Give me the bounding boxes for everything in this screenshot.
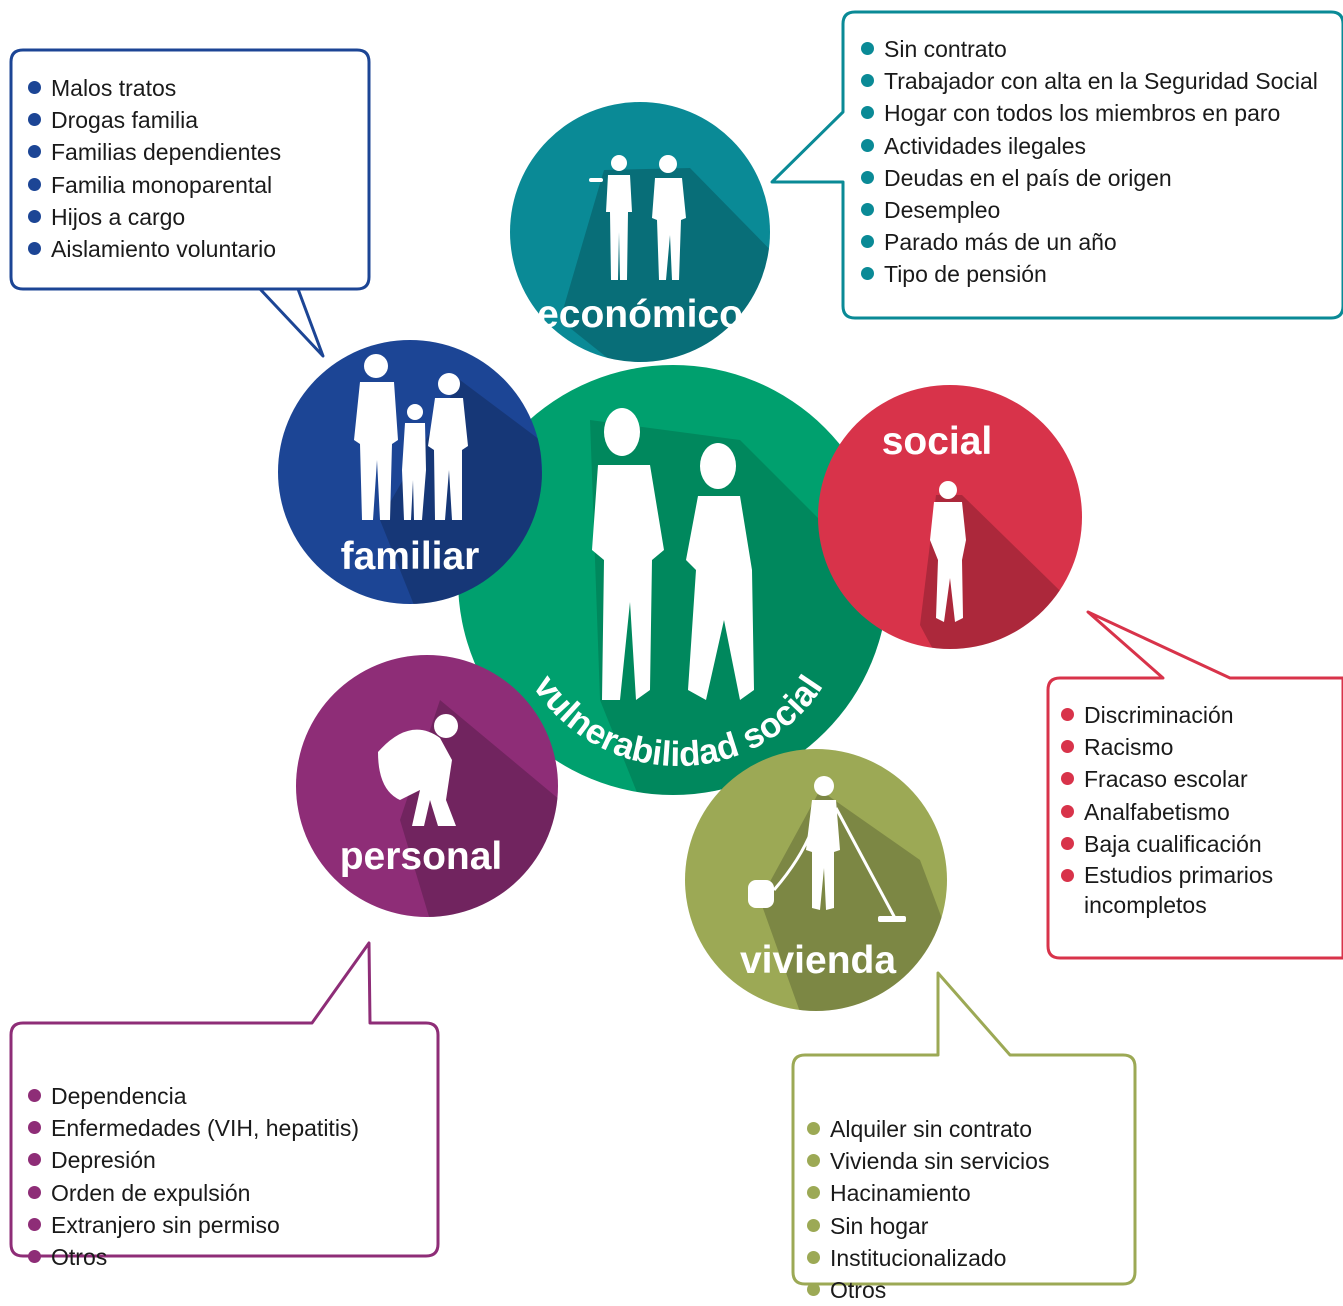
list-item: Malos tratos [27, 72, 357, 104]
list-item: Enfermedades (VIH, hepatitis) [27, 1112, 427, 1144]
list-item: Drogas familia [27, 104, 357, 136]
bullet-dot [28, 113, 41, 127]
economico-factor-list: Sin contrato Trabajador con alta en la S… [860, 33, 1340, 291]
social-label: social [882, 420, 993, 463]
familiar-label: familiar [341, 535, 480, 578]
bullet-dot [861, 106, 874, 120]
list-item: Familia monoparental [27, 169, 357, 201]
list-item: Sin hogar [806, 1210, 1126, 1242]
social-callout-bubble [1046, 610, 1343, 960]
bullet-dot [1061, 869, 1074, 883]
bullet-dot [1061, 772, 1074, 786]
couple-silhouette-icon [592, 408, 754, 700]
list-item: Desempleo [860, 194, 1340, 226]
vivienda-callout-bubble [791, 971, 1137, 1286]
list-item: Fracaso escolar [1060, 763, 1335, 795]
familiar-circle: familiar [278, 340, 542, 604]
bullet-dot [807, 1122, 820, 1135]
bullet-dot [28, 209, 41, 223]
familiar-factor-list: Malos tratos Drogas familia Familias dep… [27, 72, 357, 265]
vivienda-circle: vivienda [685, 749, 947, 1011]
personal-circle: personal [296, 655, 558, 917]
workers-silhouette-icon [589, 155, 686, 280]
familiar-callout-bubble [9, 48, 371, 358]
list-item: Vivienda sin servicios [806, 1145, 1126, 1177]
list-item: Institucionalizado [806, 1242, 1126, 1274]
bullet-dot [861, 235, 874, 249]
bullet-dot [807, 1250, 820, 1264]
list-item: Alquiler sin contrato [806, 1113, 1126, 1145]
vivienda-factor-list: Alquiler sin contrato Vivienda sin servi… [806, 1113, 1126, 1306]
list-item: Extranjero sin permiso [27, 1209, 427, 1241]
social-factor-list: Discriminación Racismo Fracaso escolar A… [1060, 699, 1335, 920]
bullet-dot [28, 1121, 41, 1135]
list-item: Analfabetismo [1060, 796, 1335, 828]
bullet-dot [861, 42, 874, 55]
list-item: Baja cualificación [1060, 828, 1335, 860]
list-item: Estudios primarios incompletos [1060, 860, 1335, 920]
list-item: Hacinamiento [806, 1177, 1126, 1209]
bullet-dot [28, 177, 41, 191]
list-item: Familias dependientes [27, 136, 357, 168]
bullet-dot [861, 267, 874, 281]
bullet-dot [861, 203, 874, 217]
bullet-dot [28, 1217, 41, 1231]
personal-callout-bubble [9, 941, 440, 1258]
bullet-dot [807, 1154, 820, 1168]
economico-circle: económico [510, 102, 770, 362]
list-item: Deudas en el país de origen [860, 162, 1340, 194]
family-silhouette-icon [354, 354, 468, 520]
central-circle: vulnerabilidad social [458, 365, 888, 795]
list-item: Sin contrato [860, 33, 1340, 65]
person-standing-silhouette-icon [930, 481, 966, 622]
bullet-dot [1061, 708, 1074, 721]
bullet-dot [1061, 740, 1074, 754]
list-item: Dependencia [27, 1080, 427, 1112]
list-item: Aislamiento voluntario [27, 233, 357, 265]
list-item: Actividades ilegales [860, 130, 1340, 162]
sitting-person-silhouette-icon [378, 714, 458, 826]
bullet-dot [807, 1283, 820, 1297]
bullet-dot [28, 242, 41, 256]
list-item: Hogar con todos los miembros en paro [860, 97, 1340, 129]
bullet-dot [861, 138, 874, 152]
bullet-dot [28, 1185, 41, 1199]
bullet-dot [28, 145, 41, 159]
personal-factor-list: Dependencia Enfermedades (VIH, hepatitis… [27, 1080, 427, 1273]
economico-callout-bubble [770, 10, 1343, 320]
bullet-dot [861, 74, 874, 88]
bullet-dot [28, 1153, 41, 1167]
list-item: Tipo de pensión [860, 258, 1340, 290]
bullet-dot [1061, 804, 1074, 818]
list-item: Racismo [1060, 731, 1335, 763]
bullet-dot [807, 1218, 820, 1232]
bullet-dot [861, 170, 874, 184]
list-item: Discriminación [1060, 699, 1335, 731]
vivienda-label: vivienda [740, 939, 896, 982]
bullet-dot [807, 1186, 820, 1200]
list-item: Depresión [27, 1144, 427, 1176]
list-item: Parado más de un año [860, 226, 1340, 258]
bullet-dot [28, 1250, 41, 1264]
list-item: Orden de expulsión [27, 1177, 427, 1209]
bullet-dot [28, 81, 41, 94]
cleaning-person-silhouette-icon [748, 776, 906, 922]
list-item: Trabajador con alta en la Seguridad Soci… [860, 65, 1340, 97]
list-item: Otros [27, 1241, 427, 1273]
bullet-dot [28, 1089, 41, 1102]
economico-label: económico [537, 293, 743, 336]
bullet-dot [1061, 836, 1074, 850]
personal-label: personal [340, 835, 503, 878]
list-item: Otros [806, 1274, 1126, 1306]
list-item: Hijos a cargo [27, 201, 357, 233]
